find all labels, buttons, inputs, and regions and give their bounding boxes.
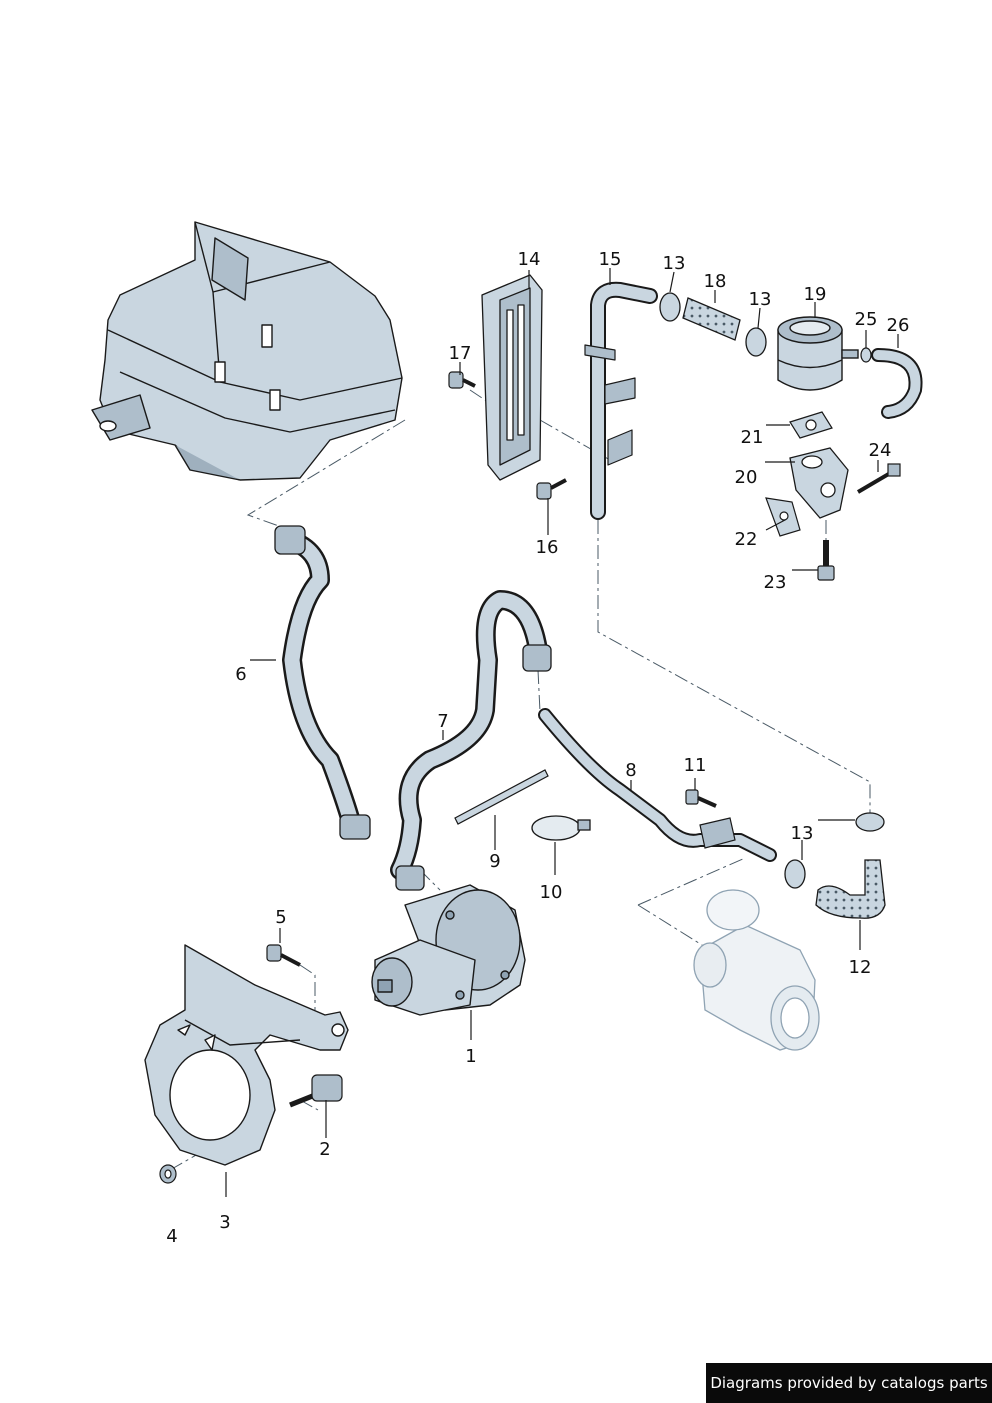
bolt-with-mount-2 [289,1074,343,1108]
callout-26: 26 [886,315,910,336]
pump-mounting-bracket [144,944,349,1166]
hose-6-end-connector [274,525,306,555]
callout-11: 11 [683,755,707,776]
gasket-21 [789,411,833,439]
callout-8: 8 [625,760,637,781]
hose-clamps-lower [784,812,885,889]
small-clamp-25 [860,347,872,363]
air-hose-7 [390,590,548,880]
air-filter-housing [91,221,403,481]
callout-16: 16 [535,537,559,558]
callout-25: 25 [854,309,878,330]
assembly-dash-lines [169,389,871,1171]
callout-18: 18 [703,271,727,292]
secondary-air-pump [371,884,526,1016]
callout-5: 5 [275,907,287,928]
cable-tie-9 [454,769,549,825]
callout-21: 21 [740,427,764,448]
callout-23: 23 [763,572,787,593]
callout-22: 22 [734,529,758,550]
flange-20 [789,447,849,519]
bolt-23 [817,540,835,581]
connecting-pipe-15 [584,281,658,520]
callout-1: 1 [465,1046,477,1067]
callout-3: 3 [219,1212,231,1233]
callout-2: 2 [319,1139,331,1160]
air-pipe-8 [538,708,777,862]
callout-6: 6 [235,664,247,685]
callout-17: 17 [448,343,472,364]
air-hose-6 [280,530,362,835]
hose-clip-10 [531,815,591,841]
footer-credit: Diagrams provided by catalogs parts [706,1363,992,1403]
callout-13: 13 [748,289,772,310]
hose-7-pump-connector [395,865,425,891]
pipe-8-bracket [699,817,736,849]
bolt-11 [685,789,717,808]
callout-15: 15 [598,249,622,270]
callout-12: 12 [848,957,872,978]
callout-10: 10 [539,882,563,903]
callout-13: 13 [790,823,814,844]
callout-24: 24 [868,440,892,461]
hose-clamps-upper [659,292,767,357]
vacuum-hose-26 [871,348,923,419]
callout-leader-lines [225,268,899,1197]
callout-4: 4 [166,1226,178,1247]
callout-7: 7 [437,711,449,732]
callout-20: 20 [734,467,758,488]
callout-14: 14 [517,249,541,270]
heat-shield-bracket [481,274,543,481]
bolt-5 [266,944,301,967]
bolt-16 [536,478,567,500]
perforated-hose-18 [682,297,741,341]
gasket-22 [765,497,801,537]
hose-6-pump-connector [339,814,371,840]
nut-4 [159,1164,177,1184]
bolt-17 [448,371,476,389]
turbocharger [693,889,820,1051]
hose-7-end-connector [522,644,552,672]
combination-valve-19 [777,316,859,391]
perforated-hose-12 [815,859,886,919]
bolt-24 [856,463,901,494]
callout-19: 19 [803,284,827,305]
callout-13: 13 [662,253,686,274]
callout-9: 9 [489,851,501,872]
